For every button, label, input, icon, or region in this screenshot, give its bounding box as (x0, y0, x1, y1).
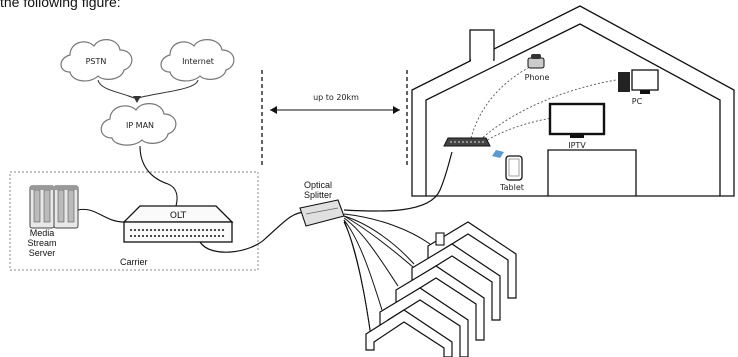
olt-label: OLT (170, 211, 187, 221)
splitter-label-line2: Splitter (304, 190, 332, 200)
house-stack (365, 221, 517, 357)
figure-caption: the following figure: (0, 0, 121, 10)
distance-label: up to 20km (313, 93, 359, 102)
olt-to-splitter-fiber (199, 211, 307, 253)
optical-splitter (299, 199, 345, 227)
ip-man-label: IP MAN (126, 121, 154, 130)
iptv-icon (548, 102, 606, 138)
internet-to-ipman-line (137, 79, 199, 99)
splitter-label-line1: Optical (304, 180, 332, 190)
phone-icon (527, 54, 545, 69)
tablet-icon (505, 155, 523, 181)
iptv-label: IPTV (568, 141, 586, 150)
server-label-line3: Server (29, 248, 56, 258)
phone-label: Phone (525, 73, 550, 82)
carrier-label: Carrier (120, 257, 148, 267)
tablet-label: Tablet (499, 183, 524, 192)
olt-device (122, 205, 234, 243)
internet-label: Internet (182, 57, 214, 66)
distance-arrowhead-right (393, 106, 400, 114)
pstn-cloud: PSTN (60, 39, 133, 82)
pc-label: PC (632, 97, 643, 106)
server-label-line1: Media (30, 228, 55, 238)
main-home (411, 5, 735, 197)
house-chimney-small (435, 232, 445, 246)
pc-icon (618, 69, 659, 94)
pstn-to-ipman-line (97, 79, 135, 99)
internet-cloud: Internet (160, 39, 235, 82)
ip-man-cloud: IP MAN (100, 103, 177, 146)
home-wiring (469, 67, 617, 143)
splitter-to-home-fiber (343, 151, 453, 212)
distance-arrowhead-left (270, 106, 277, 114)
ipman-arrowhead (133, 96, 141, 103)
ipman-to-olt-cable (139, 145, 178, 207)
carrier-region (9, 171, 259, 271)
server-to-olt-cable (77, 208, 125, 223)
home-ont-device (443, 137, 504, 158)
media-stream-server (29, 185, 79, 229)
server-label-line2: Stream (27, 238, 56, 248)
pstn-label: PSTN (86, 57, 107, 66)
